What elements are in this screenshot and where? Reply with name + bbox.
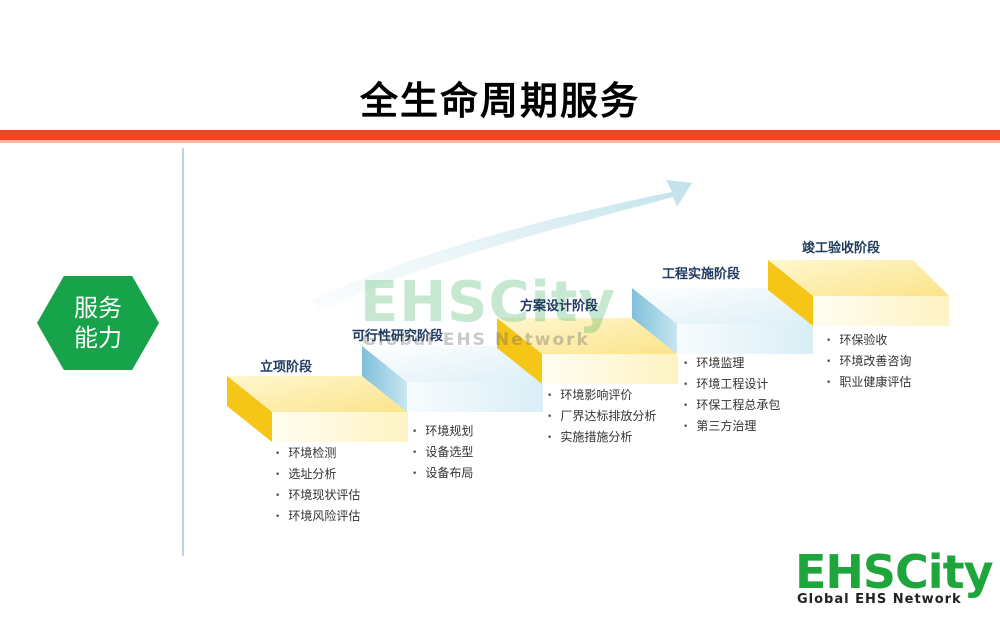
step-4-block	[632, 288, 813, 354]
stage-2-title: 可行性研究阶段	[352, 329, 444, 344]
service-capability-hexagon: 服务能力	[37, 276, 159, 370]
list-item: 选址分析	[275, 464, 360, 485]
list-item: 环境工程设计	[683, 374, 780, 395]
stage-1-title: 立项阶段	[260, 360, 313, 375]
side-label: 服务能力	[74, 294, 122, 352]
stage-3-items: 环境影响评价 厂界达标排放分析 实施措施分析	[547, 385, 656, 448]
list-item: 环保工程总承包	[683, 395, 780, 416]
list-item: 设备布局	[412, 463, 473, 484]
page-title: 全生命周期服务	[359, 79, 640, 123]
watermark-tagline: Global EHS Network	[362, 330, 590, 350]
list-item: 环境风险评估	[275, 506, 360, 527]
list-item: 环境影响评价	[547, 385, 656, 406]
list-item: 实施措施分析	[547, 427, 656, 448]
title-accent-bar	[0, 130, 1000, 143]
stage-3-title: 方案设计阶段	[520, 299, 599, 314]
list-item: 环境检测	[275, 443, 360, 464]
list-item: 环保验收	[826, 330, 911, 351]
stage-5-items: 环保验收 环境改善咨询 职业健康评估	[826, 330, 911, 393]
vertical-divider	[182, 148, 184, 556]
step-2-block	[362, 346, 543, 412]
list-item: 环境规划	[412, 421, 473, 442]
list-item: 环境监理	[683, 353, 780, 374]
watermark-logo: EHSCity	[360, 270, 617, 335]
stage-5-title: 竣工验收阶段	[802, 241, 881, 256]
list-item: 厂界达标排放分析	[547, 406, 656, 427]
ehscity-tagline: Global EHS Network	[797, 592, 962, 607]
list-item: 环境改善咨询	[826, 351, 911, 372]
step-3-block	[497, 318, 678, 384]
step-5-block	[768, 260, 949, 326]
list-item: 设备选型	[412, 442, 473, 463]
growth-arrow	[312, 180, 692, 312]
list-item: 第三方治理	[683, 416, 780, 437]
ehscity-logo: EHSCity	[795, 545, 994, 599]
stage-4-items: 环境监理 环境工程设计 环保工程总承包 第三方治理	[683, 353, 780, 437]
list-item: 环境现状评估	[275, 485, 360, 506]
stage-1-items: 环境检测 选址分析 环境现状评估 环境风险评估	[275, 443, 360, 527]
list-item: 职业健康评估	[826, 372, 911, 393]
stage-2-items: 环境规划 设备选型 设备布局	[412, 421, 473, 484]
stage-4-title: 工程实施阶段	[662, 267, 741, 282]
step-1-block	[227, 376, 408, 442]
